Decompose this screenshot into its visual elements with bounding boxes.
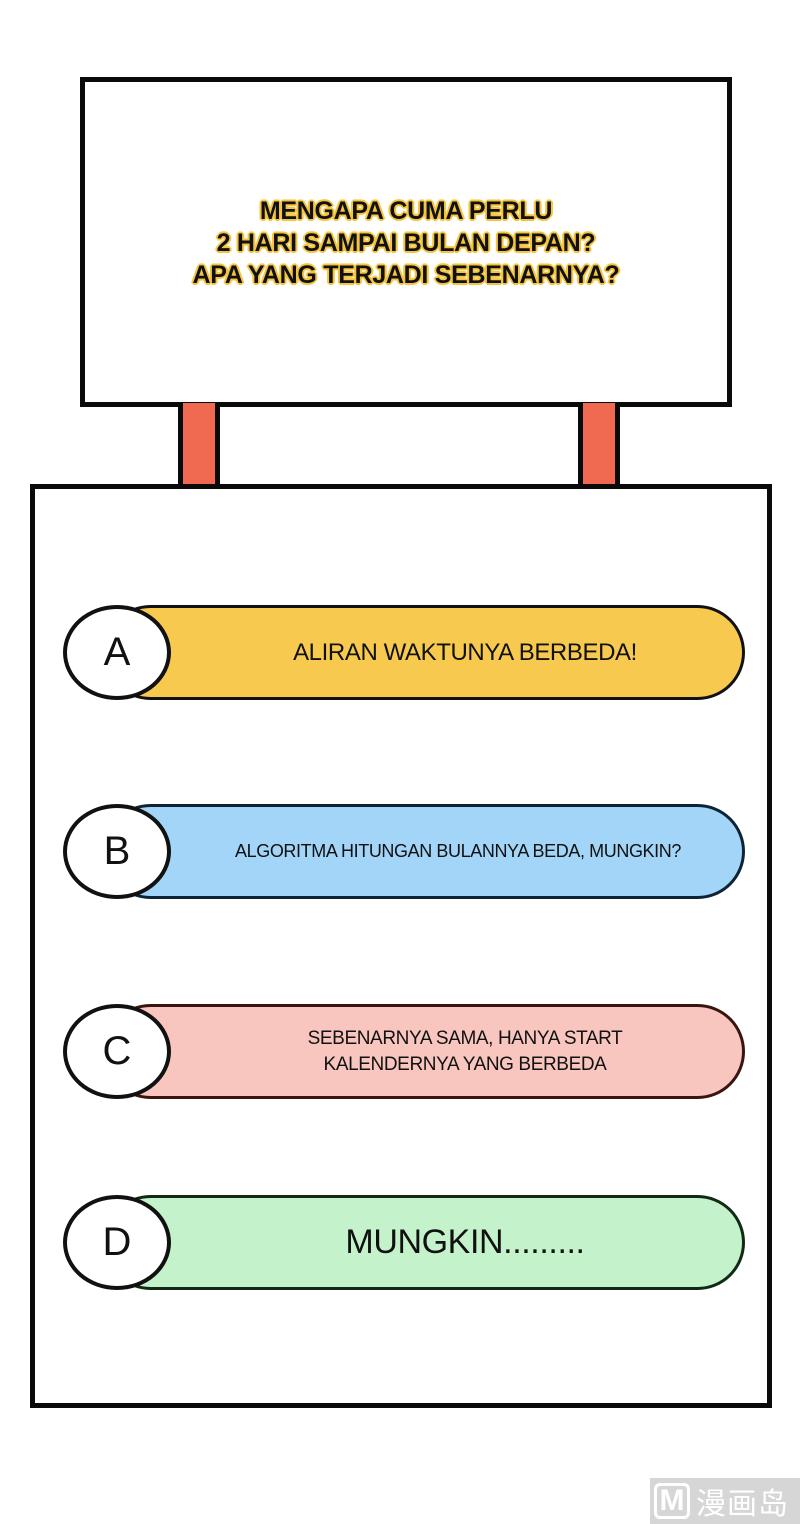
option-d[interactable]: MUNGKIN......... D bbox=[63, 1195, 745, 1290]
question-text: MENGAPA CUMA PERLU 2 HARI SAMPAI BULAN D… bbox=[85, 195, 727, 291]
sign-post-left bbox=[178, 403, 220, 485]
option-d-text: MUNGKIN......... bbox=[345, 1223, 585, 1261]
option-c-letter: C bbox=[63, 1004, 171, 1099]
option-b-letter: B bbox=[63, 804, 171, 899]
option-a-pill[interactable] bbox=[103, 605, 745, 700]
watermark-m-icon: M bbox=[654, 1483, 690, 1519]
option-b[interactable]: ALGORITMA HITUNGAN BULANNYA BEDA, MUNGKI… bbox=[63, 804, 745, 899]
watermark-logo: M 漫画岛 bbox=[650, 1478, 800, 1524]
option-d-pill[interactable] bbox=[103, 1195, 745, 1290]
question-line-3: APA YANG TERJADI SEBENARNYA? bbox=[192, 261, 620, 289]
option-d-letter: D bbox=[63, 1195, 171, 1290]
option-a[interactable]: ALIRAN WAKTUNYA BERBEDA! A bbox=[63, 605, 745, 700]
question-sign-board: MENGAPA CUMA PERLU 2 HARI SAMPAI BULAN D… bbox=[80, 77, 732, 407]
option-b-pill[interactable] bbox=[103, 804, 745, 899]
question-line-1: MENGAPA CUMA PERLU bbox=[259, 197, 553, 225]
option-c-text: SEBENARNYA SAMA, HANYA START KALENDERNYA… bbox=[173, 1004, 737, 1099]
option-a-text: ALIRAN WAKTUNYA BERBEDA! bbox=[293, 638, 637, 666]
option-c-text-line-2: KALENDERNYA YANG BERBEDA bbox=[323, 1053, 607, 1075]
sign-post-right bbox=[578, 403, 620, 485]
watermark-text: 漫画岛 bbox=[696, 1487, 789, 1522]
option-c-text-line-1: SEBENARNYA SAMA, HANYA START bbox=[307, 1027, 623, 1049]
option-c[interactable]: SEBENARNYA SAMA, HANYA START KALENDERNYA… bbox=[63, 1004, 745, 1099]
option-c-pill[interactable] bbox=[103, 1004, 745, 1099]
option-b-text: ALGORITMA HITUNGAN BULANNYA BEDA, MUNGKI… bbox=[235, 841, 681, 861]
question-line-2: 2 HARI SAMPAI BULAN DEPAN? bbox=[216, 229, 596, 257]
option-a-letter: A bbox=[63, 605, 171, 700]
